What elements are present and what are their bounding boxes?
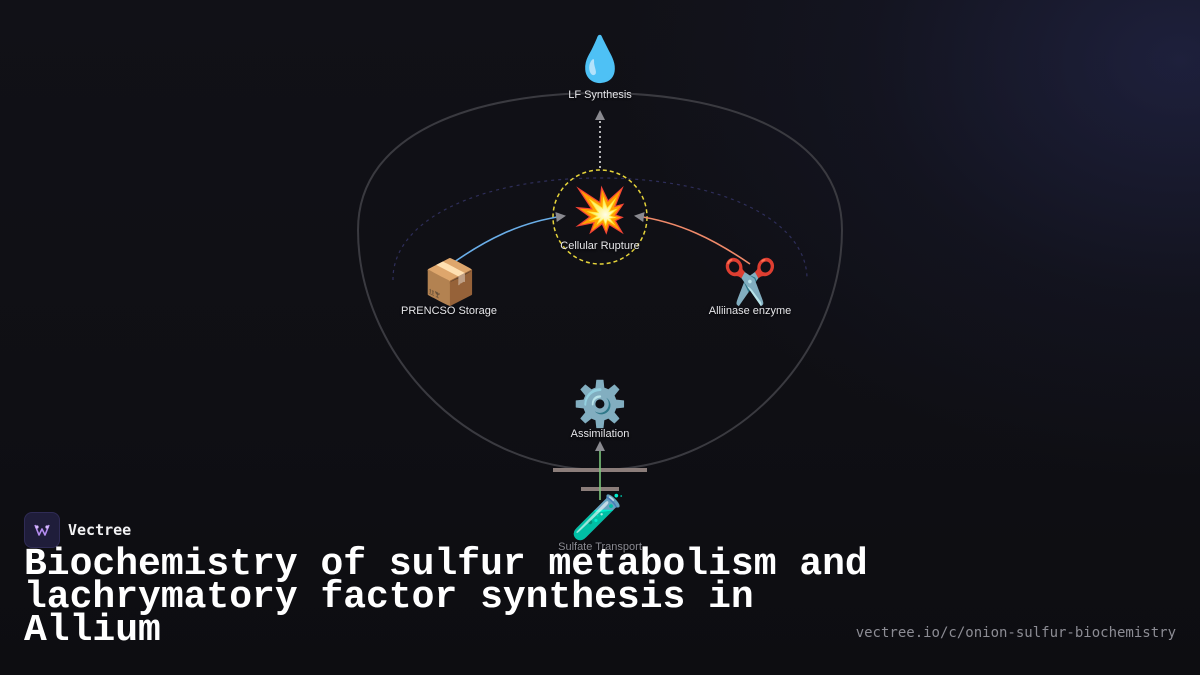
lf-synthesis-label: LF Synthesis — [568, 89, 632, 101]
sulfate-transport-label: Sulfate Transport — [558, 541, 642, 553]
inner-layer-outline — [392, 177, 808, 281]
cellular-rupture-label: Cellular Rupture — [560, 240, 640, 252]
brand-name: Vectree — [68, 521, 132, 539]
brand: Vectree — [24, 512, 131, 548]
droplet-icon: 💧 — [572, 34, 628, 85]
gear-icon: ⚙️ — [572, 379, 628, 430]
arrow-enzyme-to-rupture — [634, 212, 751, 265]
assimilation-label: Assimilation — [570, 428, 630, 440]
test-tube-icon: 🧪 — [570, 492, 626, 543]
prencso-storage-label: PRENCSO Storage — [401, 305, 497, 317]
package-icon: 📦 — [422, 257, 478, 308]
page-title: Biochemistry of sulfur metabolism and la… — [24, 543, 868, 652]
source-url: vectree.io/c/onion-sulfur-biochemistry — [855, 625, 1176, 641]
scissors-icon: ✂️ — [722, 257, 778, 308]
alliinase-enzyme-label: Alliinase enzyme — [708, 305, 792, 317]
collision-icon: 💥 — [572, 185, 628, 236]
arrow-storage-to-rupture — [449, 212, 566, 266]
vectree-logo-icon — [24, 512, 60, 548]
